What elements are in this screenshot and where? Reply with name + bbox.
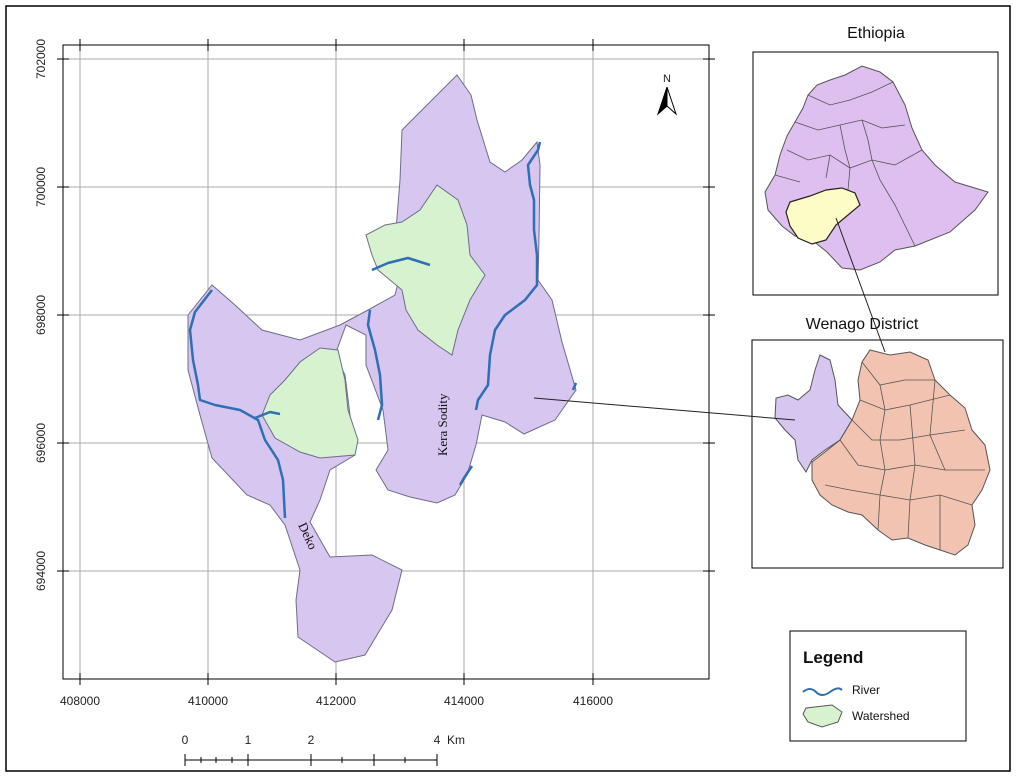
inset-ethiopia: Ethiopia [752,25,999,296]
inset-district-title: Wenago District [806,316,919,333]
river-label-kera-sodity: Kera Sodity [435,393,450,456]
river-east [474,141,542,411]
sub-watershed-upper [365,184,486,356]
river-deko-main [188,289,287,519]
river-deko-branch [254,410,281,420]
district-boundary [811,349,991,556]
x-tick-label: 414000 [444,694,484,708]
x-axis-labels: 408000 410000 412000 414000 416000 [60,694,613,708]
y-tick-label: 694000 [34,551,48,591]
connector-lines [533,217,886,421]
x-tick-label: 416000 [573,694,613,708]
tick-marks [57,39,715,685]
connector-map-to-district [533,397,796,421]
rivers [188,141,578,519]
north-arrow-label: N [663,73,671,85]
connector-ethiopia-to-district [835,217,886,353]
scale-bar: 0 1 2 4 Km [182,733,465,766]
inset-district: Wenago District [751,316,1004,569]
inset-ethiopia-title: Ethiopia [847,25,905,42]
y-tick-label: 698000 [34,295,48,335]
sub-watershed-lower [261,347,359,459]
scale-unit: Km [447,733,465,747]
x-tick-label: 410000 [188,694,228,708]
y-tick-label: 696000 [34,423,48,463]
y-tick-label: 700000 [34,167,48,207]
legend-watershed-symbol [802,704,843,728]
scale-label: 1 [245,733,252,747]
ethiopia-regions [774,81,923,247]
scale-label: 2 [308,733,315,747]
legend-item-watershed: Watershed [852,709,910,723]
main-map: Kera Sodity Deko N 408000 410000 412000 … [34,39,715,708]
kebele-boundaries [824,361,985,550]
north-arrow: N [656,73,678,116]
legend-item-river: River [852,683,880,697]
scale-label: 4 [434,733,441,747]
river-east-mouth [571,382,578,391]
x-tick-label: 412000 [316,694,356,708]
scale-label: 0 [182,733,189,747]
river-lower-tributary [458,465,474,486]
study-watershed-small [774,354,853,473]
legend: Legend River Watershed [789,630,967,742]
river-kera-sodity [366,309,384,421]
highlight-region [785,187,861,245]
river-upper-tributary [371,256,431,272]
y-tick-label: 702000 [34,39,48,79]
legend-river-symbol [802,687,843,696]
x-tick-label: 408000 [60,694,100,708]
legend-title: Legend [803,648,863,667]
y-axis-labels: 702000 700000 698000 696000 694000 [34,39,48,591]
